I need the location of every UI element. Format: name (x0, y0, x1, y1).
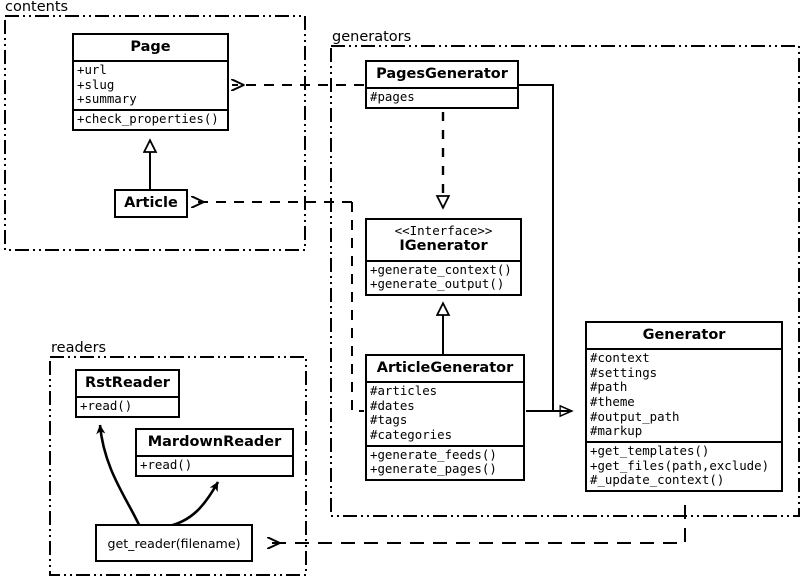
package-label-readers: readers (49, 340, 109, 356)
class-stereotype-igenerator: <<Interface>> (394, 223, 493, 238)
class-name-article: Article (124, 195, 178, 211)
class-box-page[interactable]: Page +url +slug +summary +check_properti… (72, 33, 229, 131)
class-methods-page: +check_properties() (74, 109, 227, 129)
class-methods-rstreader: +read() (77, 396, 178, 416)
method-row: +generate_context() (370, 261, 512, 277)
package-label-generators: generators (330, 29, 414, 45)
class-box-igenerator[interactable]: <<Interface>> IGenerator +generate_conte… (365, 218, 522, 296)
attribute-row: +url (77, 62, 107, 78)
attribute-row: #path (590, 379, 628, 395)
class-name-igenerator: <<Interface>> IGenerator (367, 220, 520, 260)
method-row: +get_templates() (590, 442, 710, 458)
class-box-generator[interactable]: Generator #context #settings #path #them… (585, 321, 783, 492)
class-box-article[interactable]: Article (114, 189, 188, 219)
class-name-pagesgenerator: PagesGenerator (376, 66, 508, 82)
class-title-igenerator: IGenerator (399, 238, 488, 255)
attribute-row: #categories (370, 427, 453, 443)
class-box-rstreader[interactable]: RstReader +read() (75, 369, 180, 418)
class-name-articlegenerator: ArticleGenerator (376, 360, 514, 376)
method-row: +generate_feeds() (370, 446, 497, 462)
attribute-row: #markup (590, 423, 643, 439)
edge-getreader-to-mardownreader (164, 481, 220, 529)
class-methods-articlegenerator: +generate_feeds() +generate_pages() (367, 444, 523, 479)
attribute-row: #pages (370, 89, 415, 105)
attribute-row: #theme (590, 394, 635, 410)
method-row: +read() (140, 457, 193, 473)
attribute-row: +slug (77, 76, 115, 92)
edge-getreader-to-rstreader (96, 424, 142, 528)
class-name-rstreader: RstReader (85, 375, 170, 391)
class-box-pagesgenerator[interactable]: PagesGenerator #pages (365, 60, 519, 109)
method-row: +generate_pages() (370, 461, 497, 477)
method-row: +read() (80, 398, 133, 414)
class-methods-mardownreader: +read() (137, 455, 292, 475)
method-row: +generate_output() (370, 276, 505, 292)
package-frame-generators (330, 45, 800, 517)
class-attributes-pagesgenerator: #pages (367, 87, 517, 107)
class-name-page: Page (130, 39, 171, 55)
attribute-row: #context (590, 350, 650, 366)
attribute-row: +summary (77, 91, 137, 107)
class-attributes-articlegenerator: #articles #dates #tags #categories (367, 381, 523, 445)
attribute-row: #dates (370, 397, 415, 413)
package-frame-readers (49, 356, 307, 576)
attribute-row: #settings (590, 364, 658, 380)
class-box-mardownreader[interactable]: MardownReader +read() (135, 428, 294, 477)
class-box-articlegenerator[interactable]: ArticleGenerator #articles #dates #tags … (365, 354, 525, 481)
method-row: +get_files(path,exclude) (590, 457, 770, 473)
class-methods-igenerator: +generate_context() +generate_output() (367, 259, 520, 294)
package-frame-contents (4, 15, 306, 251)
class-name-generator: Generator (642, 327, 726, 343)
class-attributes-generator: #context #settings #path #theme #output_… (587, 348, 781, 441)
class-name-mardownreader: MardownReader (147, 434, 282, 450)
package-label-contents: contents (3, 0, 71, 15)
attribute-row: #articles (370, 383, 438, 399)
function-box-get-reader[interactable]: get_reader(filename) (95, 524, 253, 562)
edge-articlegenerator-stub (351, 202, 364, 412)
edge-generator-to-getreader (268, 505, 686, 543)
class-attributes-page: +url +slug +summary (74, 60, 227, 109)
class-methods-generator: +get_templates() +get_files(path,exclude… (587, 440, 781, 490)
attribute-row: #tags (370, 412, 408, 428)
method-row: +check_properties() (77, 111, 219, 127)
attribute-row: #output_path (590, 408, 680, 424)
method-row: #_update_context() (590, 472, 725, 488)
edge-pagesgenerator-to-generator (519, 84, 572, 412)
